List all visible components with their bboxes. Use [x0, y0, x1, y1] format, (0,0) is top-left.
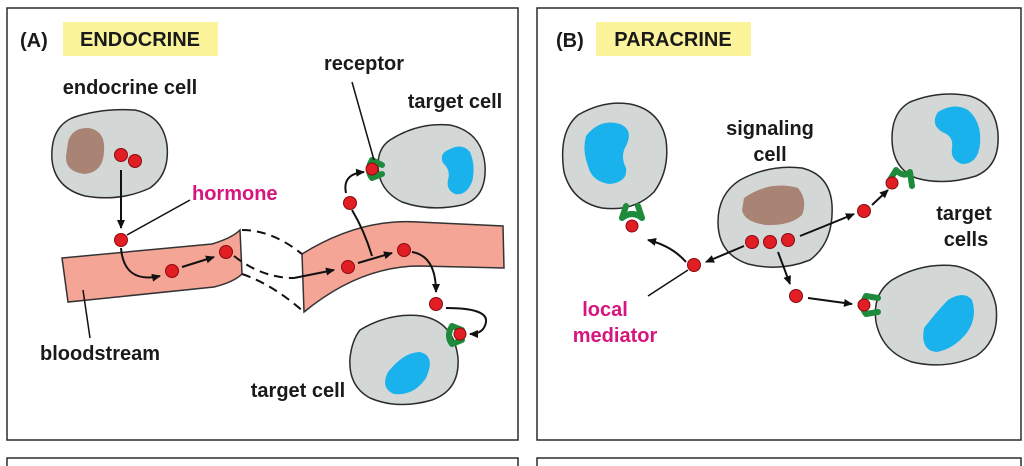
label-signaling-line2: cell: [753, 144, 786, 166]
arrow-flow: [120, 247, 161, 282]
hormone-pointer-line: [126, 199, 191, 236]
label-target-cells-line1: target: [936, 203, 992, 225]
receptor-pointer-line: [351, 81, 375, 161]
bloodstream-pointer-line: [82, 289, 91, 339]
mediator-molecule: [789, 289, 803, 303]
hormone-molecule: [165, 264, 179, 278]
arrow-to-target-top: [344, 168, 365, 194]
panel-endocrine: (A) ENDOCRINE endocrine cell hormone: [6, 7, 519, 441]
hormone-molecule: [219, 245, 233, 259]
arrow-to-top-target: [871, 189, 889, 206]
signaling-nucleus: [742, 185, 805, 226]
label-endocrine-cell: endocrine cell: [63, 77, 198, 99]
hormone-molecule: [397, 243, 411, 257]
hormone-molecule: [114, 233, 128, 247]
arrow-flow: [181, 255, 215, 268]
arrow-to-left-target: [647, 238, 687, 263]
label-hormone: hormone: [192, 183, 278, 205]
hormone-molecule: [429, 297, 443, 311]
target-nucleus: [584, 122, 629, 184]
arrow-to-target-bottom: [445, 307, 488, 338]
paracrine-target-cell-top-right: [891, 93, 999, 183]
target-nucleus: [934, 106, 981, 164]
arrow-diffusion: [799, 213, 855, 237]
bound-mediator: [885, 176, 899, 190]
label-target-cells-line2: cells: [944, 229, 988, 251]
label-bloodstream: bloodstream: [40, 343, 160, 365]
panel-d-frame-partial: [536, 457, 1022, 466]
arrow-exit-top: [351, 209, 373, 257]
label-mediator-line2: mediator: [573, 325, 658, 347]
arrow-flow-dashed: [233, 255, 295, 279]
panel-a-letter: (A): [20, 30, 48, 52]
panel-b-letter: (B): [556, 30, 584, 52]
paracrine-target-cell-bottom-right: [874, 264, 998, 366]
label-target-cell-bottom: target cell: [251, 380, 345, 402]
paracrine-target-cell-left: [561, 102, 668, 210]
label-signaling-line1: signaling: [726, 118, 814, 140]
mediator-molecule: [687, 258, 701, 272]
panel-b-title: PARACRINE: [614, 29, 731, 51]
arrow-diffusion: [777, 251, 791, 285]
hormone-molecule: [343, 196, 357, 210]
arrow-diffusion: [705, 245, 745, 263]
bound-hormone: [365, 162, 379, 176]
mediator-molecule: [745, 235, 759, 249]
bound-mediator: [857, 298, 871, 312]
bloodstream-vessel-right: [301, 220, 505, 314]
endocrine-cell: [51, 108, 169, 199]
label-target-cell-top: target cell: [408, 91, 502, 113]
mediator-molecule: [857, 204, 871, 218]
hormone-molecule: [341, 260, 355, 274]
hormone-molecule: [114, 148, 128, 162]
panel-a-title: ENDOCRINE: [80, 29, 200, 51]
arrow-flow: [357, 251, 393, 264]
target-cell-bottom: [349, 314, 459, 406]
vessel-gap-bottom: [241, 273, 305, 313]
label-receptor: receptor: [324, 53, 404, 75]
panel-b-title-bg: [596, 22, 751, 56]
target-nucleus: [923, 295, 974, 352]
mediator-molecule: [781, 233, 795, 247]
arrow-flow: [293, 267, 335, 279]
label-mediator-line1: local: [582, 299, 628, 321]
bound-mediator: [625, 219, 639, 233]
mediator-pointer-line: [647, 269, 689, 297]
target-nucleus: [385, 352, 430, 395]
mediator-molecule: [763, 235, 777, 249]
target-cell-top: [377, 123, 486, 209]
arrow-to-bottom-target: [807, 297, 853, 307]
arrow-exit-bottom: [411, 251, 440, 293]
hormone-molecule: [128, 154, 142, 168]
receptor-icon: [619, 203, 645, 221]
panel-a-title-bg: [63, 22, 218, 56]
bound-hormone: [453, 327, 467, 341]
panel-paracrine: (B) PARACRINE signaling cell local media…: [536, 7, 1022, 441]
vessel-gap-top: [241, 229, 303, 255]
endocrine-nucleus: [65, 127, 105, 174]
panel-c-frame-partial: [6, 457, 519, 466]
target-nucleus: [441, 146, 474, 195]
